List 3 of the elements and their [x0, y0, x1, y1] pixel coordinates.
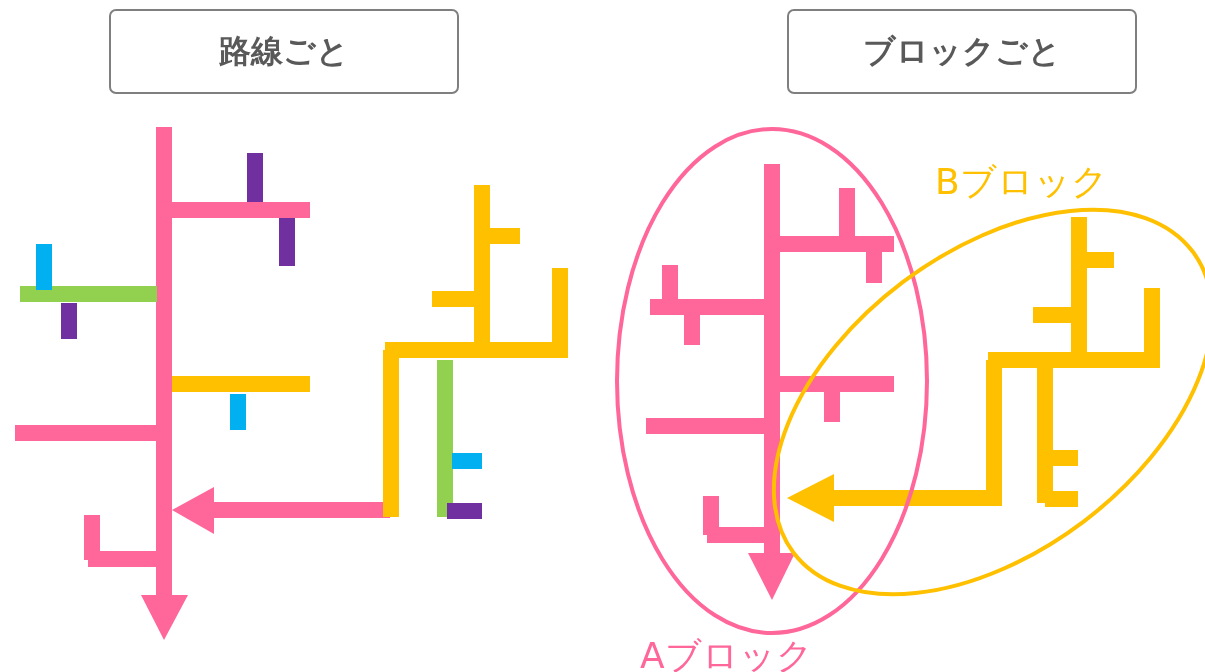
heading-box: 路線ごと — [109, 9, 459, 94]
block-label: Bブロック — [935, 164, 1108, 200]
heading-box: ブロックごと — [787, 9, 1137, 94]
